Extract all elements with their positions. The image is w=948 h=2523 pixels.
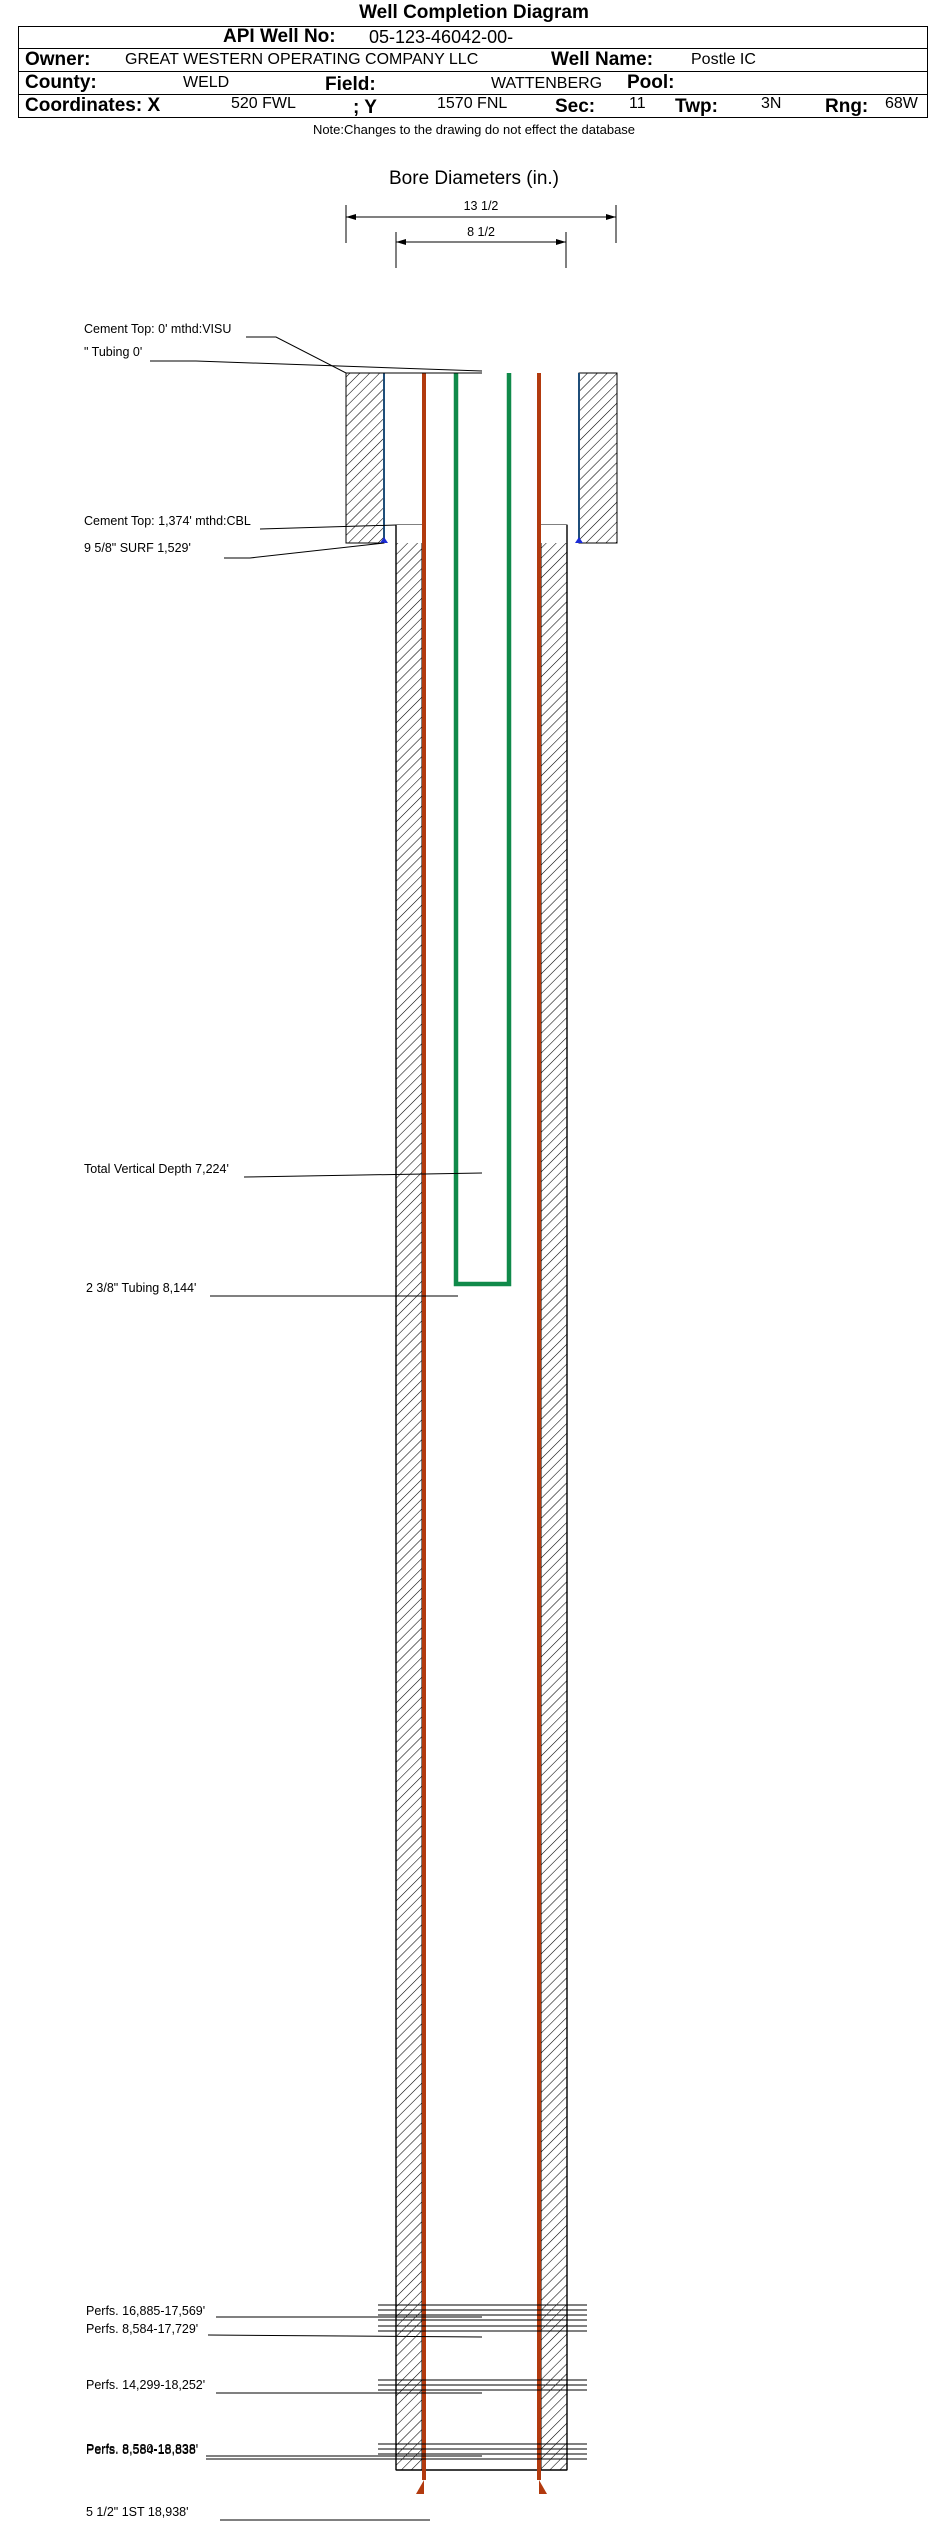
callout-perf-2: Perfs. 8,584-17,729' — [86, 2322, 483, 2338]
callout-perf-4: Perfs. 8,580-18,838' — [86, 2442, 482, 2457]
api-value: 05-123-46042-00- — [369, 27, 514, 47]
bore-diameters-title: Bore Diameters (in.) — [389, 168, 559, 189]
label-cement-top-1: Cement Top: 0' mthd:VISU — [84, 322, 231, 336]
callout-perf-5: Perfs. 8,584-18,838' — [86, 2443, 482, 2460]
x-value: 520 FWL — [231, 95, 296, 112]
header-row-owner: Owner: GREAT WESTERN OPERATING COMPANY L… — [19, 49, 927, 72]
perforations-group-1 — [378, 2304, 587, 2332]
dimension-label-8-1-2: 8 1/2 — [467, 225, 495, 239]
twp-value: 3N — [761, 95, 782, 112]
production-cement-right — [540, 524, 568, 2471]
database-note: Note:Changes to the drawing do not effec… — [312, 122, 636, 137]
surface-shoe-gap-left — [396, 525, 434, 543]
header-row-api: API Well No: 05-123-46042-00- — [19, 26, 927, 49]
api-label: API Well No: — [223, 26, 336, 47]
label-cement-top-2: Cement Top: 1,374' mthd:CBL — [84, 514, 251, 528]
casing-shoe-right — [539, 2480, 547, 2494]
production-tubing — [453, 373, 512, 1287]
label-perf-1: Perfs. 16,885-17,569' — [86, 2304, 205, 2318]
owner-label: Owner: — [25, 49, 91, 70]
owner-value: GREAT WESTERN OPERATING COMPANY LLC — [125, 51, 479, 68]
pool-label: Pool: — [627, 72, 675, 93]
label-perf-4: Perfs. 8,580-18,838' — [86, 2442, 198, 2456]
callout-perf-1: Perfs. 16,885-17,569' — [86, 2304, 482, 2318]
callout-tubing-0: " Tubing 0' — [84, 345, 483, 372]
label-perf-5: Perfs. 8,584-18,838' — [86, 2443, 198, 2457]
label-tubing-0: " Tubing 0' — [84, 345, 142, 359]
callout-cement-top-2: Cement Top: 1,374' mthd:CBL — [84, 514, 397, 530]
label-perf-2: Perfs. 8,584-17,729' — [86, 2322, 198, 2336]
field-label: Field: — [325, 74, 376, 95]
county-label: County: — [25, 72, 97, 93]
label-perf-3: Perfs. 14,299-18,252' — [86, 2378, 205, 2392]
field-value: WATTENBERG — [491, 75, 603, 92]
surface-shoe-right — [575, 537, 583, 543]
sec-label: Sec: — [555, 96, 596, 117]
y-value: 1570 FNL — [437, 95, 508, 112]
callout-tubing-2: 2 3/8" Tubing 8,144' — [86, 1281, 458, 1297]
surface-shoe-gap-right — [529, 525, 567, 543]
county-value: WELD — [183, 74, 230, 91]
dimension-label-13-1-2: 13 1/2 — [464, 199, 499, 213]
well-name-label: Well Name: — [551, 49, 654, 70]
perforations-group-2 — [378, 2379, 587, 2391]
casing-shoe-left — [416, 2480, 424, 2494]
label-surface-casing: 9 5/8" SURF 1,529' — [84, 541, 191, 555]
coordinates-label: Coordinates: X — [25, 95, 161, 116]
header-row-coordinates: Coordinates: X 520 FWL ; Y 1570 FNL Sec:… — [19, 95, 927, 118]
label-total-vertical-depth: Total Vertical Depth 7,224' — [84, 1162, 229, 1176]
sec-value: 11 — [629, 95, 646, 112]
surface-cement-right — [578, 372, 618, 544]
callout-cement-top-1: Cement Top: 0' mthd:VISU — [84, 322, 482, 374]
rng-label: Rng: — [825, 96, 869, 117]
surface-cement-left — [345, 372, 385, 544]
production-cement-left — [395, 524, 423, 2471]
label-production-casing: 5 1/2" 1ST 18,938' — [86, 2505, 189, 2519]
twp-label: Twp: — [675, 96, 718, 117]
callout-production-casing: 5 1/2" 1ST 18,938' — [86, 2505, 430, 2521]
y-label: ; Y — [353, 97, 377, 118]
well-header-table: API Well No: 05-123-46042-00- Owner: GRE… — [18, 26, 928, 118]
callout-perf-3: Perfs. 14,299-18,252' — [86, 2378, 482, 2394]
label-tubing-2: 2 3/8" Tubing 8,144' — [86, 1281, 196, 1295]
well-name-value: Postle IC — [691, 51, 756, 68]
callout-surface-casing: 9 5/8" SURF 1,529' — [84, 541, 385, 559]
dimension-8-1-2: 8 1/2 — [395, 225, 567, 268]
rng-value: 68W — [885, 95, 918, 112]
callout-total-vertical-depth: Total Vertical Depth 7,224' — [84, 1162, 483, 1178]
dimension-13-1-2: 13 1/2 — [345, 199, 617, 243]
header-row-county: County: WELD Field: WATTENBERG Pool: — [19, 72, 927, 95]
page-title: Well Completion Diagram — [359, 2, 589, 23]
surface-shoe-left — [380, 537, 388, 543]
